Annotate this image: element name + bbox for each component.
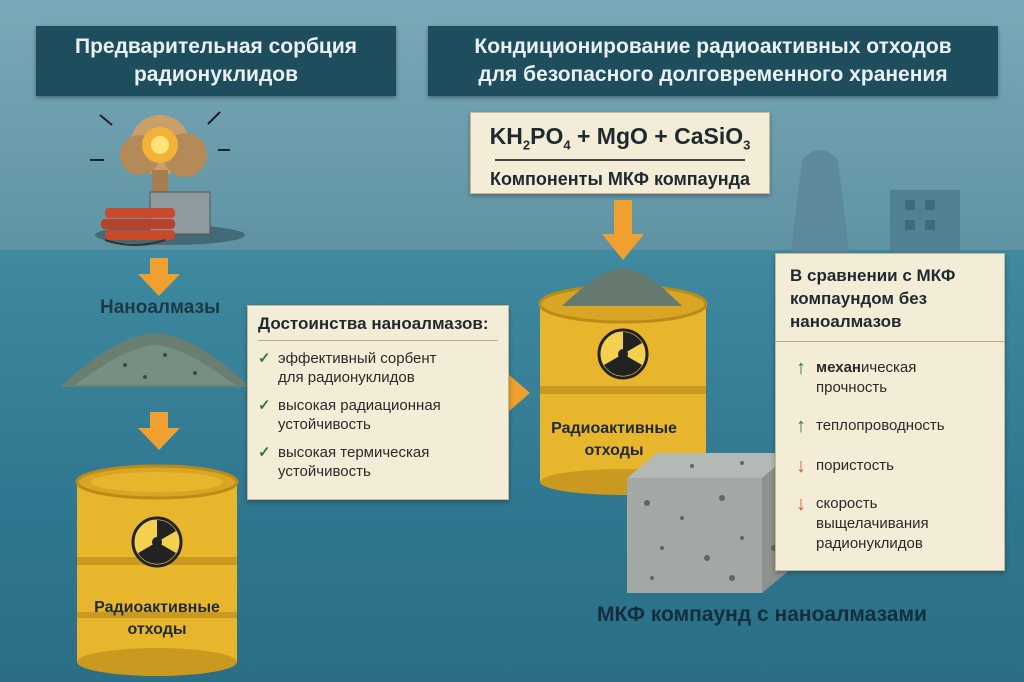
comparison-text: скорость [816,495,878,512]
comparison-card: В сравнении с МКФ компаундом без наноалм… [775,253,1005,571]
barrel-middle: Радиоактивные отходы [538,268,708,495]
comparison-title: В сравнении с МКФ компаундом без наноалм… [776,254,1004,342]
comparison-text: пористость [816,457,894,474]
advantage-text: устойчивость [278,416,371,433]
arrow-down-1 [138,258,180,296]
comparison-row: ↑ механическая прочность [776,358,1006,398]
advantage-item: ✓ эффективный сорбент для радионуклидов [258,349,498,387]
formula-divider [495,158,745,161]
comparison-text: теплопроводность [816,417,945,434]
advantage-text: для радионуклидов [278,369,415,386]
power-plant-silhouette [790,150,960,260]
check-icon: ✓ [258,350,271,367]
barrel-middle-label-2: отходы [584,442,643,459]
advantages-card: Достоинства наноалмазов: ✓ эффективный с… [247,305,509,500]
comparison-title-line: наноалмазов [790,312,902,331]
barrel-left: Радиоактивные отходы [75,464,239,676]
advantages-title: Достоинства наноалмазов: [258,314,498,341]
arrow-down-2 [138,412,180,450]
formula-card: KH2PO4 + MgO + CaSiO3 Компоненты МКФ ком… [470,112,770,194]
barrel-left-label-1: Радиоактивные [94,599,220,616]
arrow-down-icon: ↓ [796,455,806,477]
banner-presorption-line2: радионуклидов [133,63,299,86]
barrel-left-label-2: отходы [127,621,186,638]
barrel-middle-label-1: Радиоактивные [551,420,677,437]
dynamite-icon [101,191,211,246]
comparison-row: ↑ теплопроводность [776,416,1006,436]
comparison-row: ↓ пористость [776,456,1006,476]
arrow-down-icon: ↓ [796,493,806,515]
advantage-text: эффективный сорбент [278,350,437,367]
comparison-text: ическая [861,359,917,376]
comparison-text: радионуклидов [816,535,923,552]
advantage-text: высокая термическая [278,444,430,461]
nanodiamonds-label: Наноалмазы [100,297,221,318]
comparison-text: выщелачивания [816,515,929,532]
advantage-item: ✓ высокая радиационная устойчивость [258,396,498,434]
banner-conditioning-line2: для безопасного долговременного хранения [478,63,948,86]
compound-caption: МКФ компаунд с наноалмазами [597,603,927,626]
radiation-icon [597,328,649,380]
check-icon: ✓ [258,397,271,414]
nanodiamond-pile [60,333,250,387]
arrow-down-3 [602,200,644,260]
banner-conditioning: Кондиционирование радиоактивных отходов … [428,26,998,96]
radiation-icon [131,516,183,568]
comparison-row: ↓ скорость выщелачивания радионуклидов [776,494,1006,554]
banner-presorption-line1: Предварительная сорбция [74,35,358,58]
arrow-up-icon: ↑ [796,357,806,379]
advantage-text: высокая радиационная [278,397,441,414]
arrow-up-icon: ↑ [796,415,806,437]
comparison-text-strong: механ [816,359,861,376]
compound-block [627,453,792,593]
comparison-title-line: компаундом без [790,289,928,308]
formula-caption: Компоненты МКФ компаунда [489,168,751,189]
comparison-text: прочность [816,379,888,396]
banner-presorption: Предварительная сорбция радионуклидов [36,26,396,96]
advantage-item: ✓ высокая термическая устойчивость [258,443,498,481]
check-icon: ✓ [258,444,271,461]
advantage-text: устойчивость [278,463,371,480]
banner-conditioning-line1: Кондиционирование радиоактивных отходов [474,35,952,58]
formula-text: KH2PO4 + MgO + CaSiO3 [489,123,751,153]
comparison-title-line: В сравнении с МКФ [790,266,956,285]
